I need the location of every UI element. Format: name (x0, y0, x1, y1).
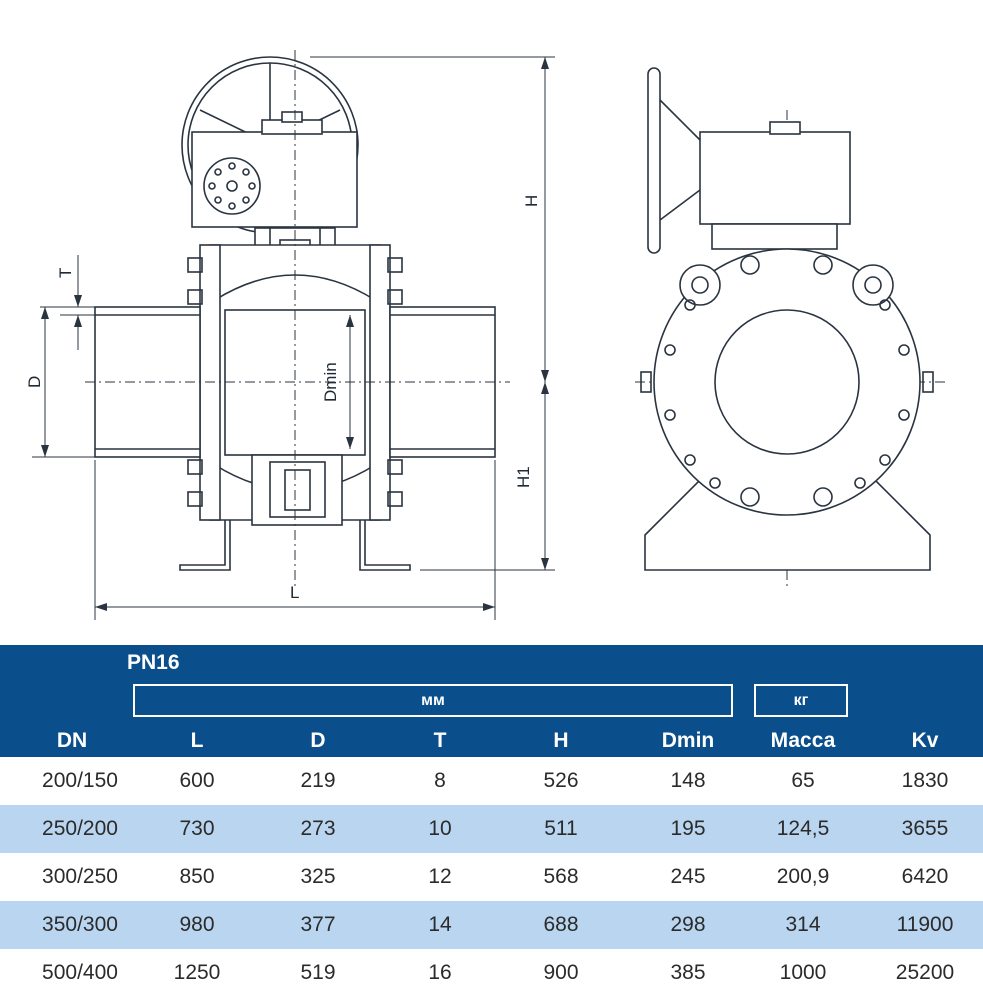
cell-mass: 200,9 (776, 865, 830, 888)
dim-label-H1: H1 (514, 466, 533, 488)
col-header-t: T (433, 729, 447, 752)
cell-l: 850 (179, 865, 215, 888)
cell-dn: 250/200 (42, 817, 118, 840)
pressure-rating: PN16 (127, 651, 180, 674)
cell-d: 325 (300, 865, 336, 888)
cell-mass: 314 (785, 913, 821, 936)
dim-label-T: T (56, 268, 75, 278)
col-header-l: L (190, 729, 204, 752)
cell-h: 526 (543, 769, 579, 792)
cell-dmin: 245 (670, 865, 706, 888)
cell-t: 10 (428, 817, 452, 840)
cell-kv: 1830 (901, 769, 949, 792)
cell-d: 377 (300, 913, 336, 936)
cell-kv: 11900 (896, 913, 954, 936)
table-row: 200/150 600 219 8 526 148 65 1830 (0, 757, 983, 805)
col-header-kv: Kv (911, 729, 939, 752)
cell-h: 568 (543, 865, 579, 888)
valve-drawing: T D Dmin H H1 L (25, 50, 945, 620)
cell-t: 8 (434, 769, 446, 792)
dim-label-D: D (25, 376, 44, 388)
cell-dmin: 298 (670, 913, 706, 936)
cell-dn: 500/400 (42, 961, 118, 984)
col-header-d: D (310, 729, 326, 752)
column-headers: DN L D T H Dmin Масса Kv (0, 725, 983, 757)
dim-label-H: H (522, 195, 541, 207)
cell-h: 900 (543, 961, 579, 984)
cell-mass: 124,5 (776, 817, 830, 840)
cell-d: 273 (300, 817, 336, 840)
unit-kg-box: кг (754, 684, 848, 717)
col-header-mass: Масса (770, 729, 836, 752)
cell-dmin: 385 (670, 961, 706, 984)
unit-mm-box: мм (133, 684, 733, 717)
cell-dmin: 148 (670, 769, 706, 792)
cell-dmin: 195 (670, 817, 706, 840)
cell-kv: 25200 (895, 961, 955, 984)
cell-t: 12 (428, 865, 452, 888)
cell-dn: 300/250 (42, 865, 118, 888)
cell-h: 688 (543, 913, 579, 936)
dim-label-L: L (290, 583, 299, 602)
table-row: 500/400 1250 519 16 900 385 1000 25200 (0, 949, 983, 997)
cell-l: 600 (179, 769, 215, 792)
cell-l: 1250 (173, 961, 221, 984)
cell-h: 511 (544, 817, 578, 840)
cell-mass: 1000 (779, 961, 827, 984)
cell-dn: 200/150 (42, 769, 118, 792)
cell-l: 730 (179, 817, 215, 840)
col-header-dmin: Dmin (661, 729, 715, 752)
table-row: 350/300 980 377 14 688 298 314 11900 (0, 901, 983, 949)
cell-d: 219 (300, 769, 336, 792)
cell-l: 980 (179, 913, 215, 936)
col-header-h: H (553, 729, 569, 752)
cell-kv: 3655 (901, 817, 949, 840)
cell-mass: 65 (791, 769, 815, 792)
cell-dn: 350/300 (42, 913, 118, 936)
table-row: 300/250 850 325 12 568 245 200,9 6420 (0, 853, 983, 901)
cell-d: 519 (300, 961, 336, 984)
spec-table-header (0, 645, 983, 757)
side-view (640, 67, 934, 571)
col-header-dn: DN (56, 729, 88, 752)
cell-kv: 6420 (901, 865, 949, 888)
dim-label-Dmin: Dmin (321, 362, 340, 402)
cell-t: 16 (428, 961, 452, 984)
table-row: 250/200 730 273 10 511 195 124,5 3655 (0, 805, 983, 853)
cell-t: 14 (428, 913, 452, 936)
